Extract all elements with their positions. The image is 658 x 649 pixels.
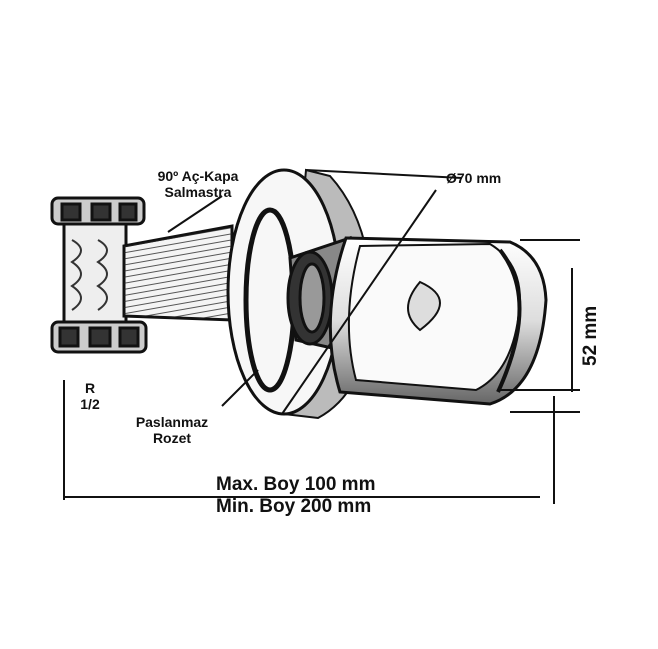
min-length-label: Min. Boy 200 mm	[216, 496, 372, 517]
rosette-line2: Rozet	[152, 430, 192, 446]
diameter-label: Ø70 mm	[446, 170, 502, 186]
max-length-label: Max. Boy 100 mm	[216, 474, 376, 495]
handle	[328, 236, 548, 406]
thread-size-line1: R	[84, 380, 96, 396]
valve-type-line1: 90º Aç-Kapa	[157, 168, 239, 184]
pipe-fitting	[50, 196, 148, 354]
height-dimension-label: 52 mm	[580, 305, 601, 366]
thread-size-line2: 1/2	[80, 396, 100, 412]
valve-type-line2: Salmastra	[164, 184, 232, 200]
leader-lines	[167, 169, 463, 415]
rosette-line1: Paslanmaz	[135, 414, 209, 430]
dimension-lines	[63, 239, 580, 504]
thread-size-label: R 1/2	[70, 380, 110, 412]
rosette-label: Paslanmaz Rozet	[114, 414, 230, 446]
valve-type-label: 90º Aç-Kapa Salmastra	[136, 168, 260, 200]
threaded-spindle	[122, 224, 234, 322]
